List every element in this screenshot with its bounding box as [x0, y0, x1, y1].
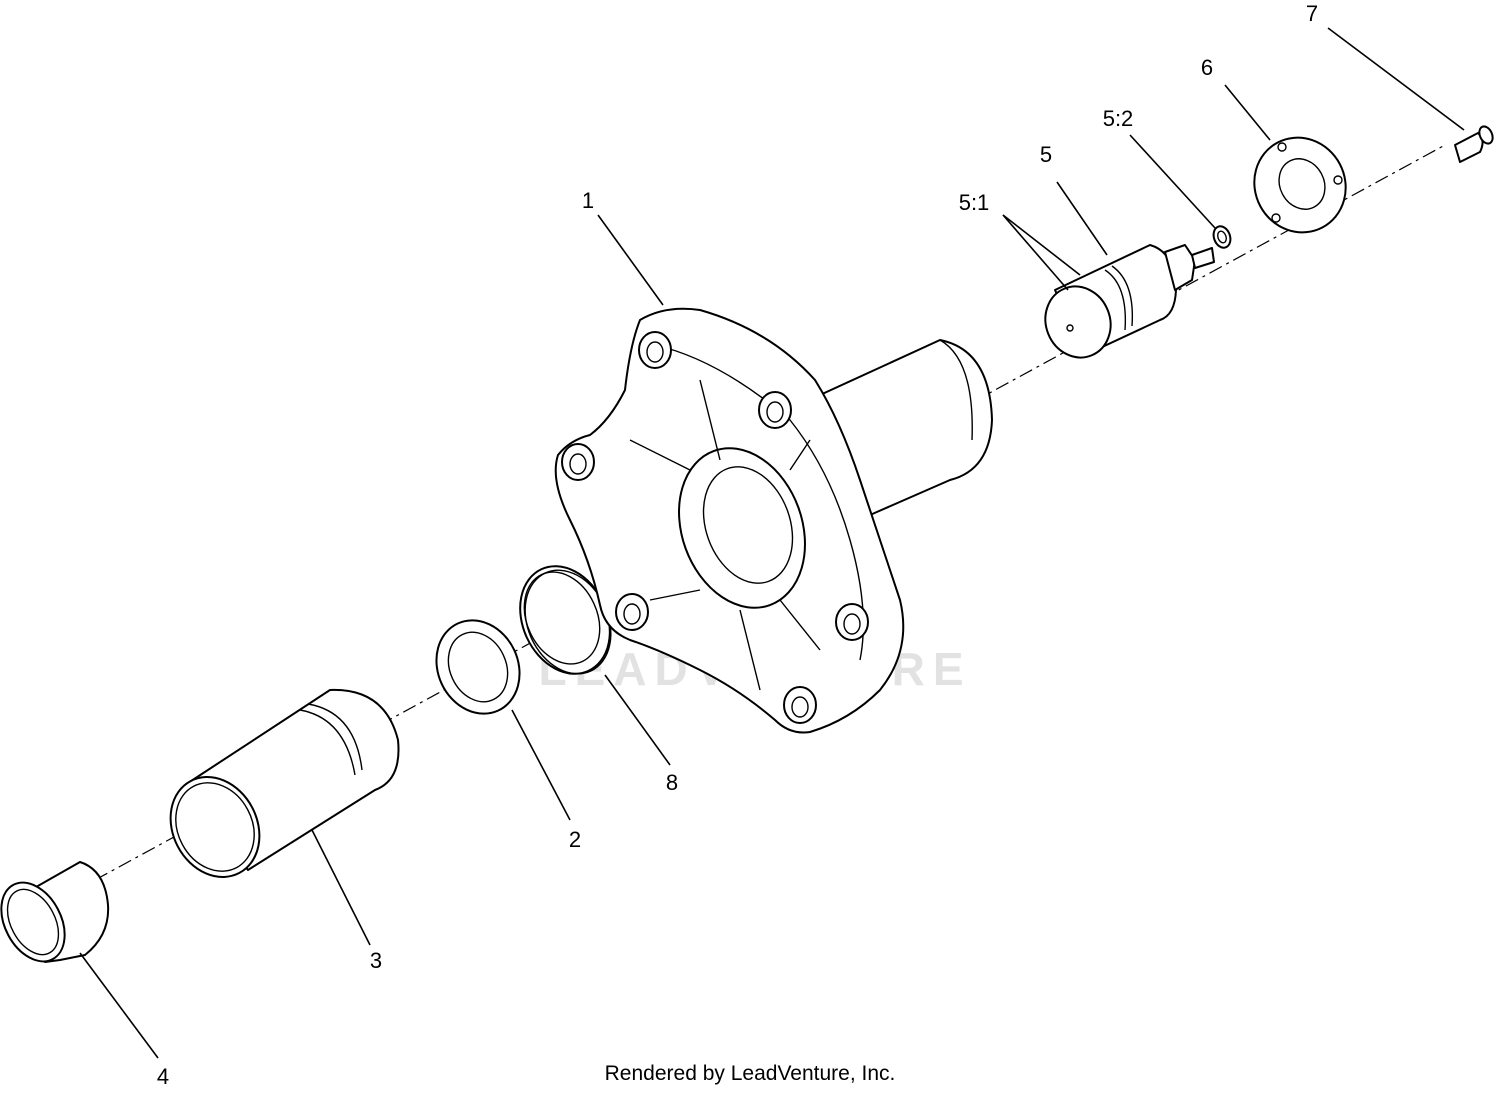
callout-8: 8: [666, 770, 678, 795]
part-5-2-washer: [1212, 225, 1232, 249]
callout-4: 4: [157, 1064, 169, 1089]
callout-5-2: 5:2: [1103, 106, 1134, 131]
part-3-sleeve: [169, 688, 400, 878]
callout-2: 2: [569, 827, 581, 852]
part-5-cartridge: [1044, 244, 1215, 359]
part-8-seal: [519, 565, 612, 675]
part-7-bolt: [1454, 125, 1494, 163]
part-1-housing: [554, 307, 993, 734]
callout-3: 3: [370, 948, 382, 973]
callout-5: 5: [1040, 142, 1052, 167]
callout-1: 1: [582, 188, 594, 213]
callout-labels: 1 2 3 4 5 5:1 5:2 6 7 8: [157, 1, 1318, 1089]
callout-7: 7: [1306, 1, 1318, 26]
callout-6: 6: [1201, 55, 1213, 80]
callout-5-1: 5:1: [959, 190, 990, 215]
leader-lines: [79, 27, 1465, 1059]
part-4-bushing: [0, 861, 110, 963]
part-6-plate: [1253, 136, 1347, 234]
footer-credit: Rendered by LeadVenture, Inc.: [604, 1062, 896, 1085]
part-2-washer: [435, 619, 521, 715]
